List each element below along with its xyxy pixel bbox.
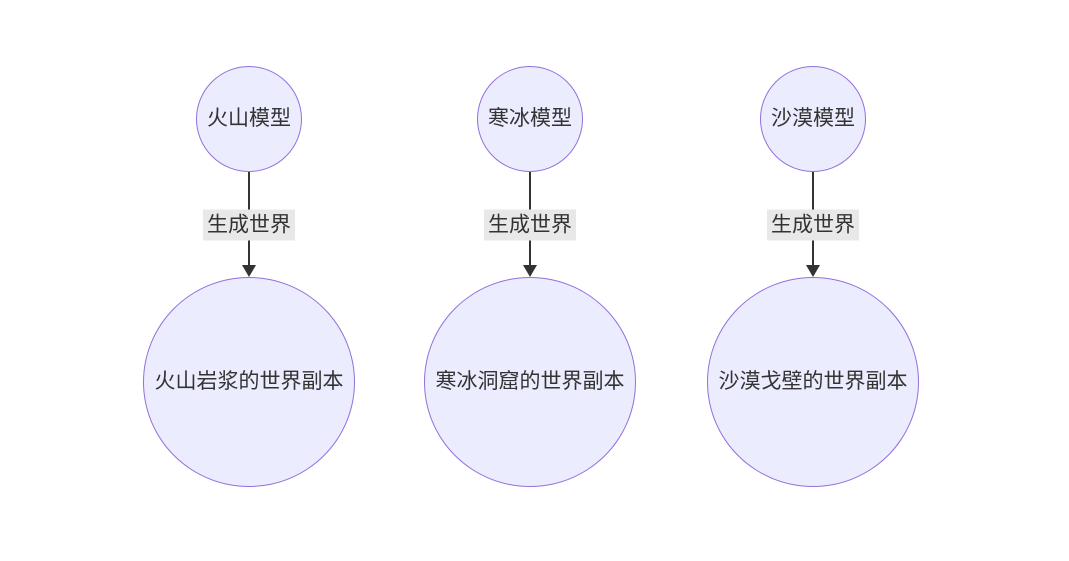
arrow-down-icon: [242, 265, 256, 277]
flow-column-ice: 寒冰模型 生成世界 寒冰洞窟的世界副本: [420, 66, 640, 487]
volcano-model-node-label: 火山模型: [207, 106, 291, 131]
ice-generate-world-edge: 生成世界: [420, 172, 640, 277]
ice-world-node-label: 寒冰洞窟的世界副本: [435, 369, 625, 394]
volcano-generate-world-edge: 生成世界: [139, 172, 359, 277]
desert-generate-world-edge: 生成世界: [703, 172, 923, 277]
desert-world-node-label: 沙漠戈壁的世界副本: [718, 369, 908, 394]
volcano-world-node-label: 火山岩浆的世界副本: [154, 369, 344, 394]
desert-world-node: 沙漠戈壁的世界副本: [707, 277, 919, 487]
edge-label-generate-world: 生成世界: [767, 209, 859, 240]
edge-label-generate-world: 生成世界: [203, 209, 295, 240]
arrow-down-icon: [523, 265, 537, 277]
ice-world-node: 寒冰洞窟的世界副本: [424, 277, 636, 487]
ice-model-node-label: 寒冰模型: [488, 106, 572, 131]
volcano-model-node: 火山模型: [196, 66, 302, 172]
desert-model-node-label: 沙漠模型: [771, 106, 855, 131]
ice-model-node: 寒冰模型: [477, 66, 583, 172]
edge-label-generate-world: 生成世界: [484, 209, 576, 240]
flow-column-desert: 沙漠模型 生成世界 沙漠戈壁的世界副本: [703, 66, 923, 487]
arrow-down-icon: [806, 265, 820, 277]
flow-column-volcano: 火山模型 生成世界 火山岩浆的世界副本: [139, 66, 359, 487]
desert-model-node: 沙漠模型: [760, 66, 866, 172]
volcano-world-node: 火山岩浆的世界副本: [143, 277, 355, 487]
